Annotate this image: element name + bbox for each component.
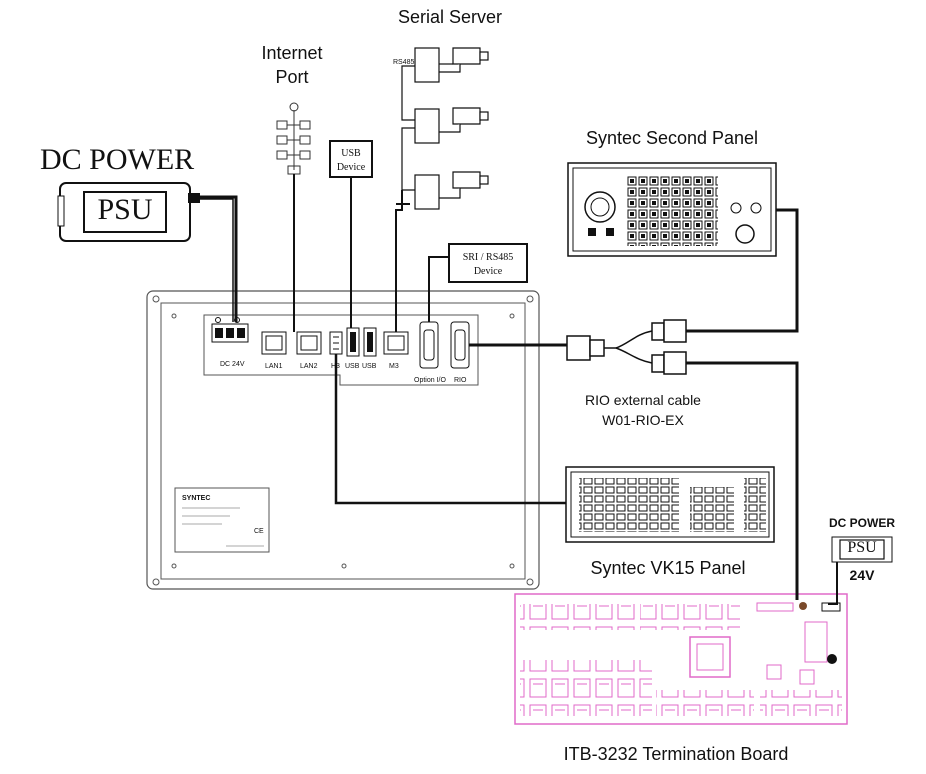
controller-unit: SYNTEC CE	[146, 290, 540, 590]
psu-left-label: PSU	[97, 193, 153, 226]
port-label-dc24v: DC 24V	[220, 361, 245, 368]
rio-cable-symbol	[566, 319, 687, 375]
serial-server-small-tag: RS485	[393, 59, 415, 66]
port-label-option-io: Option I/O	[414, 377, 446, 384]
port-label-lan1: LAN1	[265, 363, 283, 370]
port-label-usb2: USB	[362, 363, 377, 370]
internet-port-label: Internet Port	[261, 43, 323, 87]
sri-device-box	[448, 243, 528, 283]
volt-right-label: 24V	[849, 567, 875, 583]
itb-board-unit	[514, 593, 848, 725]
vk15-panel-label: Syntec VK15 Panel	[590, 558, 746, 578]
usb-device-box	[329, 140, 373, 178]
port-label-rio: RIO	[454, 377, 467, 384]
vk15-panel-unit	[565, 466, 775, 543]
sri-device-text-1: SRI / RS485	[463, 252, 514, 263]
dc-power-left-label: DC POWER	[40, 143, 195, 176]
serial-server-symbol	[401, 47, 489, 210]
port-label-h3: H3	[331, 363, 340, 370]
second-panel-label: Syntec Second Panel	[585, 128, 759, 148]
dc-power-right-label: DC POWER	[829, 516, 895, 530]
wires	[200, 174, 838, 605]
internet-port-symbol	[276, 102, 311, 175]
sri-device-text-2: Device	[474, 266, 503, 277]
second-panel-unit	[567, 162, 777, 257]
svg-text:CE: CE	[254, 528, 264, 535]
psu-left-box	[57, 182, 200, 242]
port-label-lan2: LAN2	[300, 363, 318, 370]
port-label-m3: M3	[389, 363, 399, 370]
usb-device-text-1: USB	[341, 148, 361, 159]
itb-board-label: ITB-3232 Termination Board	[563, 744, 789, 764]
rio-cable-label: RIO external cable W01-RIO-EX	[585, 392, 701, 428]
usb-device-text-2: Device	[337, 162, 366, 173]
psu-right-label: PSU	[847, 539, 877, 556]
svg-text:SYNTEC: SYNTEC	[182, 495, 210, 502]
serial-server-label: Serial Server	[397, 7, 503, 27]
port-label-usb1: USB	[345, 363, 360, 370]
psu-right-box	[831, 536, 893, 563]
